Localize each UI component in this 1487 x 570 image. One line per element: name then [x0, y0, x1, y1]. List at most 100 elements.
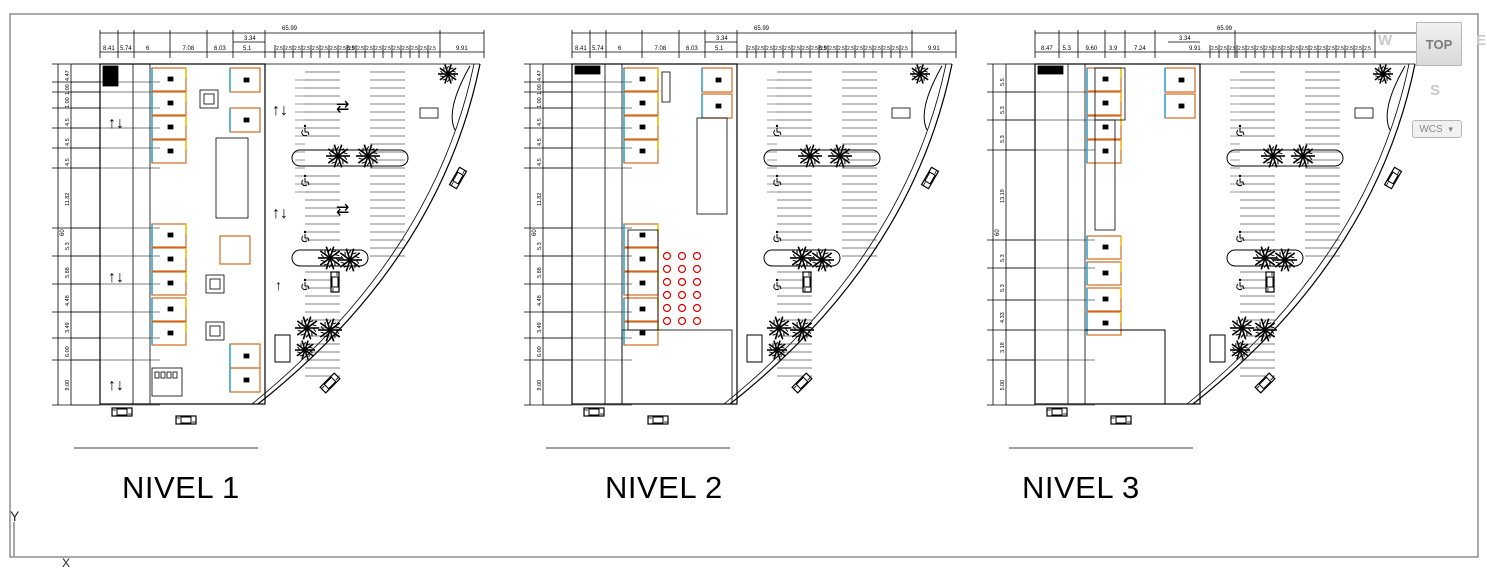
dimension-text: 60	[995, 229, 1001, 236]
shop-counter	[716, 104, 721, 108]
dimension-text: 2.5	[339, 46, 346, 52]
accessible-wheel	[1237, 284, 1242, 290]
shop-unit	[152, 140, 186, 163]
bench-block	[1355, 108, 1373, 118]
accessible-body	[777, 128, 781, 135]
viewcube[interactable]: W E TOP S WCS ▼	[1372, 18, 1487, 138]
accessible-wheel	[774, 130, 779, 136]
shop-outline	[220, 236, 250, 264]
palm-frond-leaf	[778, 334, 781, 338]
shop-counter	[168, 307, 173, 311]
dimension-text: 4.5	[537, 158, 543, 166]
palm-trunk	[820, 258, 824, 262]
shop-counter	[168, 233, 173, 237]
accessible-head	[1239, 125, 1241, 127]
bench-block	[420, 108, 438, 118]
elevator-box	[206, 322, 224, 340]
shop-counter	[244, 118, 249, 122]
shop-unit	[1087, 140, 1121, 163]
shop-counter	[1103, 297, 1108, 301]
palm-frond-leaf	[1233, 330, 1237, 331]
site-curved-boundary-inner	[724, 64, 946, 404]
car-icon	[450, 167, 467, 188]
viewcube-west[interactable]: W	[1378, 32, 1392, 49]
shop-unit	[230, 368, 260, 392]
viewcube-east[interactable]: E	[1476, 32, 1486, 49]
accessible-wheel	[1237, 180, 1242, 186]
restroom-stall	[161, 372, 165, 378]
palm-trunk	[1240, 326, 1244, 330]
dimension-text: 9.91	[1189, 46, 1201, 52]
palm-trunk	[838, 154, 842, 158]
palm-frond-leaf	[820, 250, 823, 254]
palm-frond-leaf	[367, 162, 370, 166]
dimension-text: 2.5	[1283, 46, 1290, 52]
dimension-text: 5.3	[1000, 135, 1006, 143]
accessible-body	[1240, 128, 1244, 135]
dimension-text: 7.24	[1134, 46, 1146, 52]
wcs-menu-button[interactable]: WCS ▼	[1412, 120, 1462, 138]
planter-block	[275, 335, 290, 362]
palm-frond-leaf	[373, 152, 377, 153]
dimension-text: 2.5	[330, 46, 337, 52]
palm-frond-leaf	[1232, 352, 1236, 353]
shop-unit	[624, 322, 658, 345]
palm-frond-leaf	[1264, 158, 1268, 159]
palm-frond-leaf	[312, 324, 316, 325]
shop-unit	[1087, 312, 1121, 335]
palm-tree-icon	[338, 249, 362, 272]
restroom-stall	[173, 372, 177, 378]
accessible-wheel	[774, 236, 779, 242]
viewcube-south[interactable]: S	[1430, 82, 1440, 99]
level-title-1: NIVEL 1	[122, 470, 240, 506]
dimension-text: 2.5	[1247, 46, 1254, 52]
level-title-2: NIVEL 2	[605, 470, 723, 506]
dining-table-icon	[664, 253, 671, 260]
palm-frond-leaf	[335, 326, 339, 327]
dimension-text: 1.00	[65, 97, 71, 108]
dimension-text: 65.99	[282, 26, 298, 32]
dimension-text: 4.33	[1000, 312, 1006, 323]
floor-edge	[1085, 330, 1165, 404]
dining-table-icon	[664, 266, 671, 273]
dimension-text: 4.5	[65, 158, 71, 166]
dimension-text: 2.5	[1220, 46, 1227, 52]
dimension-text: 5.74	[120, 46, 132, 52]
dimension-text: 2.5	[1310, 46, 1317, 52]
accessible-body	[305, 128, 309, 135]
dimension-text: 2.5	[411, 46, 418, 52]
dimension-text: 2.5	[784, 46, 791, 52]
dimension-text: 2.5	[1292, 46, 1299, 52]
bench-block	[892, 108, 910, 118]
dimension-text: 2.5	[1238, 46, 1245, 52]
entrance-block	[575, 66, 600, 74]
accessible-head	[1239, 279, 1241, 281]
car-icon	[922, 167, 939, 188]
shop-unit	[702, 68, 732, 92]
viewcube-top-face[interactable]: TOP	[1416, 22, 1462, 66]
dimension-text: 8.41	[575, 46, 587, 52]
palm-frond-leaf	[784, 324, 788, 325]
palm-frond-leaf	[813, 262, 817, 263]
accessible-wheel	[302, 180, 307, 186]
shop-unit	[624, 272, 658, 295]
dimension-text: 2.5	[892, 46, 899, 52]
shop-counter	[640, 233, 645, 237]
shop-unit	[624, 116, 658, 139]
elevator-core	[210, 326, 220, 336]
ucs-x-label: X	[62, 556, 70, 570]
dimension-text: 2.5	[883, 46, 890, 52]
planter-block	[1210, 335, 1225, 362]
dimension-text: 2.5	[1328, 46, 1335, 52]
dimension-text: 9.00	[65, 380, 71, 391]
dining-table-icon	[664, 305, 671, 312]
dimension-text: 2.5	[321, 46, 328, 52]
dimension-text: 2.5	[802, 46, 809, 52]
palm-frond-leaf	[827, 256, 831, 257]
dimension-text: 65.99	[1217, 26, 1233, 32]
palm-frond-leaf	[440, 76, 444, 77]
central-block	[697, 118, 727, 214]
corridor-block	[1095, 120, 1115, 230]
palm-frond-leaf	[769, 352, 773, 353]
